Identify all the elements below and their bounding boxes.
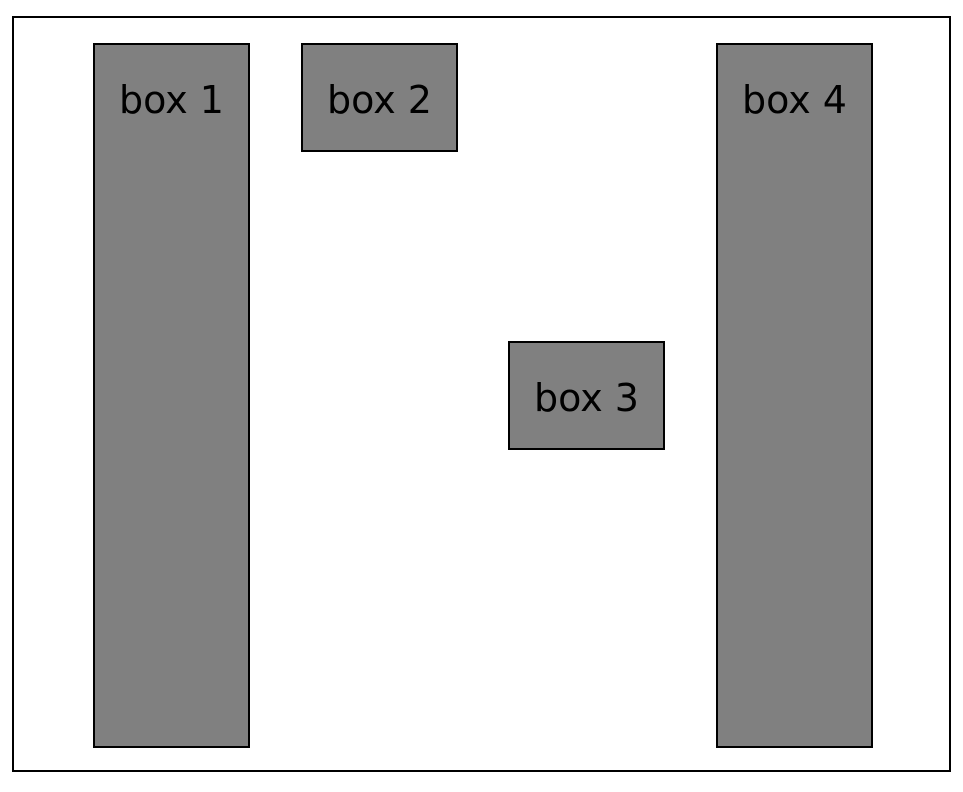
box-4: box 4 [716,43,873,748]
box-1: box 1 [93,43,250,748]
layout-container: box 1 box 2 box 3 box 4 [12,16,951,772]
box-2: box 2 [301,43,458,152]
box-3: box 3 [508,341,665,450]
